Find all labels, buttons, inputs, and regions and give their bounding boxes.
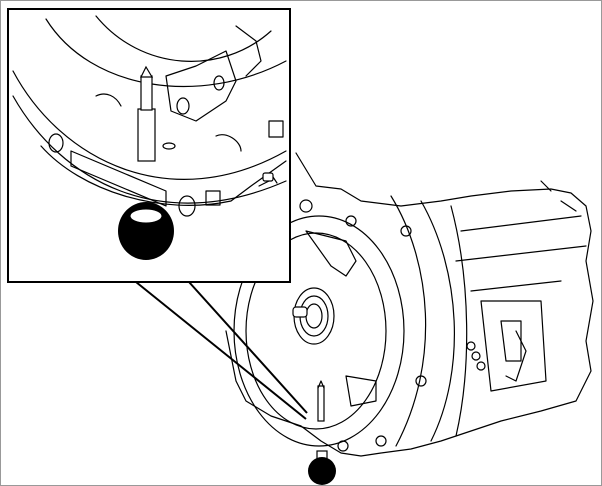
alignment-pin [317,380,325,422]
inset-pin [137,65,156,162]
torque-converter [233,215,405,447]
transmission-body [225,152,594,457]
detail-inset [7,8,291,283]
callout-leader [135,281,308,420]
inset-ball [118,202,174,260]
pin-ball [308,450,336,485]
